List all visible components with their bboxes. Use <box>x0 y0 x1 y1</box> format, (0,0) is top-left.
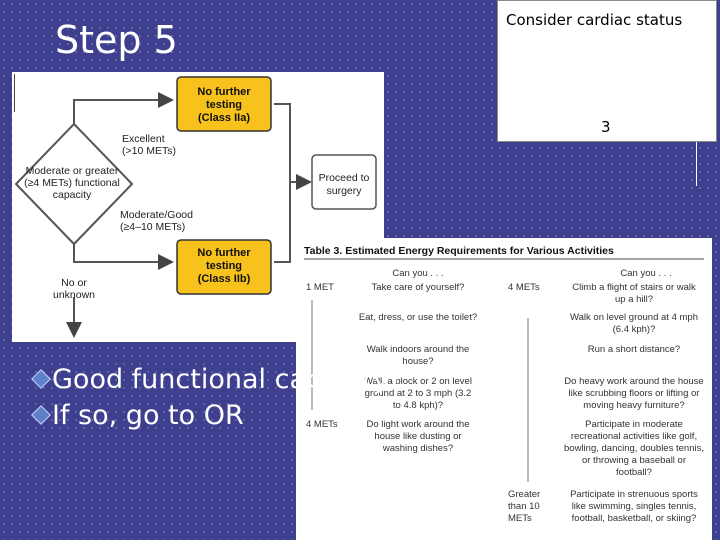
bullet-item: If so, go to OR <box>30 398 403 434</box>
diamond-bullet-icon <box>31 369 51 389</box>
table-svg: Table 3. Estimated Energy Requirements f… <box>304 245 704 524</box>
right-item-4-line-1: Do heavy work around the house <box>564 376 703 387</box>
box-bottom-line-2: testing <box>206 260 242 272</box>
left-item-5-line-2: house like dusting or <box>374 431 461 442</box>
box-top-line-2: testing <box>206 99 242 111</box>
box-top-line-1: No further <box>197 86 251 98</box>
no-further-testing-iia-box <box>176 76 272 132</box>
left-item-4-line-1: Walk a block or 2 on level <box>364 376 472 387</box>
proceed-to-surgery-box <box>311 154 377 210</box>
right-label-greater-2: than 10 <box>508 501 540 512</box>
arrow-to-top-box <box>73 92 174 124</box>
label-no-or: No or <box>61 277 87 289</box>
box-bottom-line-3: (Class IIb) <box>198 273 251 285</box>
left-item-1: Take care of yourself? <box>372 282 465 293</box>
left-label-1met: 1 MET <box>306 282 334 293</box>
right-item-6-line-3: football, basketball, or skiing? <box>572 513 697 524</box>
left-item-5-line-3: washing dishes? <box>382 443 453 454</box>
diamond-line-3: capacity <box>53 189 92 201</box>
connector-bracket <box>274 103 291 263</box>
right-item-5-line-5: football? <box>616 467 652 478</box>
label-unknown: unknown <box>53 289 95 301</box>
diamond-bullet-icon <box>31 405 51 425</box>
right-header: Can you . . . <box>620 268 671 279</box>
box-bottom-line-1: No further <box>197 247 251 259</box>
proceed-line-1: Proceed to <box>319 172 370 184</box>
left-label-4mets: 4 METs <box>306 419 338 430</box>
left-item-4-line-2: ground at 2 to 3 mph (3.2 <box>365 388 472 399</box>
incoming-bracket <box>12 72 74 116</box>
right-item-2-line-1: Walk on level ground at 4 mph <box>570 312 698 323</box>
right-item-6-line-2: like swimming, singles tennis, <box>572 501 697 512</box>
note-number: 3 <box>601 118 611 136</box>
right-item-4-line-2: like scrubbing floors or lifting or <box>569 388 700 399</box>
right-item-6-line-1: Participate in strenuous sports <box>570 489 698 500</box>
bullet-list: Good functional capacity? If so, go to O… <box>30 362 403 434</box>
diamond-line-2: (≥4 METs) functional <box>24 177 120 189</box>
right-item-5-line-2: recreational activities like golf, <box>571 431 697 442</box>
left-header: Can you . . . <box>392 268 443 279</box>
diamond-line-1: Moderate or greater <box>26 165 119 177</box>
left-item-4-line-3: to 4.8 kph)? <box>393 400 443 411</box>
bullet-text-2: If so, go to OR <box>52 400 244 431</box>
flowchart-svg: No further testing (Class IIa) No furthe… <box>13 72 377 338</box>
left-item-5-line-1: Do light work around the <box>367 419 470 430</box>
cardiac-status-note: Consider cardiac status 3 <box>497 0 717 142</box>
label-excellent: Excellent <box>122 133 165 145</box>
right-item-1-line-2: up a hill? <box>615 294 653 305</box>
right-item-1-line-1: Climb a flight of stairs or walk <box>572 282 696 293</box>
right-item-3: Run a short distance? <box>588 344 680 355</box>
bullet-item: Good functional capacity? <box>30 362 403 398</box>
right-item-5-line-3: bowling, dancing, doubles tennis, <box>564 443 704 454</box>
energy-requirements-table: Table 3. Estimated Energy Requirements f… <box>296 238 712 540</box>
no-further-testing-iib-box <box>176 239 272 295</box>
decorative-line <box>696 142 697 186</box>
note-text: Consider cardiac status <box>506 11 683 29</box>
right-item-5-line-4: or throwing a baseball or <box>582 455 686 466</box>
left-item-3-line-1: Walk indoors around the <box>367 344 470 355</box>
slide-title: Step 5 <box>55 18 178 62</box>
right-item-5-line-1: Participate in moderate <box>585 419 683 430</box>
left-item-3-line-2: house? <box>402 356 433 367</box>
box-top-line-3: (Class IIa) <box>198 112 250 124</box>
right-item-2-line-2: (6.4 kph)? <box>613 324 656 335</box>
proceed-line-2: surgery <box>326 185 362 197</box>
flowchart-figure: No further testing (Class IIa) No furthe… <box>12 72 384 342</box>
table-title: Table 3. Estimated Energy Requirements f… <box>304 245 614 257</box>
arrow-to-bottom-box <box>73 244 174 270</box>
label-moderate-good: Moderate/Good <box>120 209 193 221</box>
left-item-2: Eat, dress, or use the toilet? <box>359 312 477 323</box>
bullet-text-1: Good functional capacity? <box>52 364 403 395</box>
right-item-4-line-3: moving heavy furniture? <box>583 400 684 411</box>
label-moderate-good-mets: (≥4–10 METs) <box>120 221 185 233</box>
label-excellent-mets: (>10 METs) <box>122 145 176 157</box>
right-label-greater-1: Greater <box>508 489 540 500</box>
right-label-4mets: 4 METs <box>508 282 540 293</box>
right-label-greater-3: METs <box>508 513 532 524</box>
